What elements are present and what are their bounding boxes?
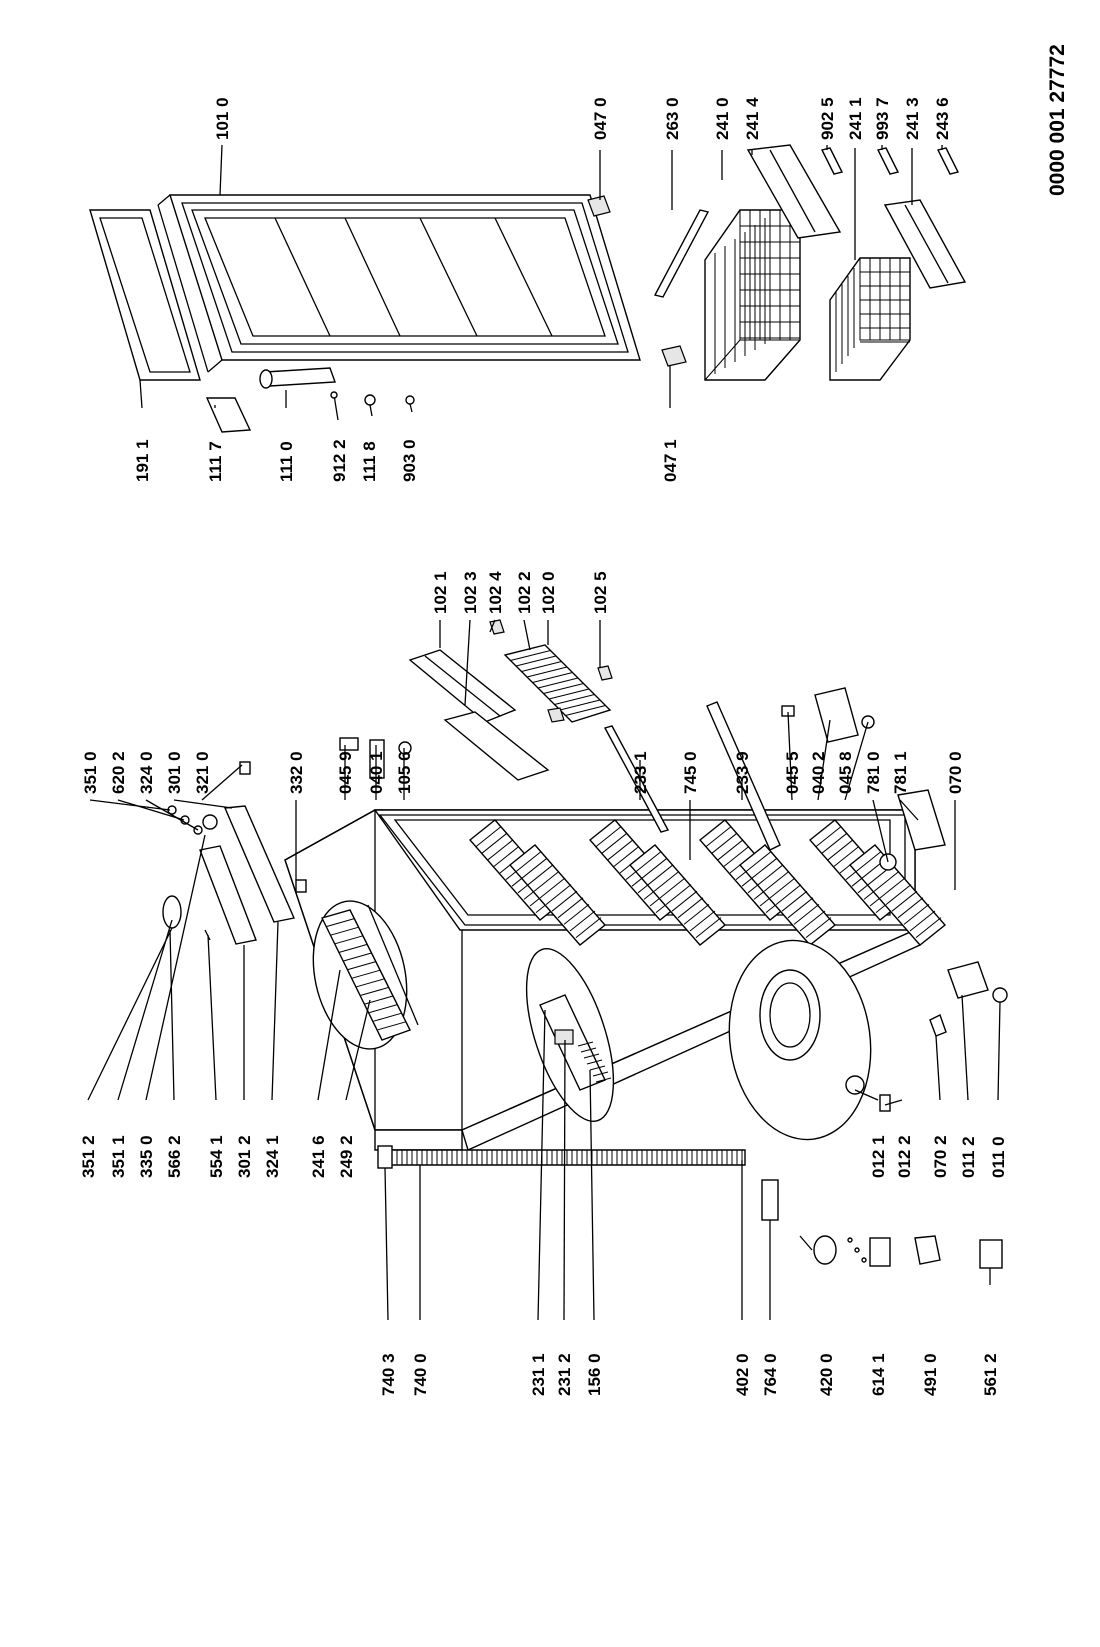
large-basket-drawing [704, 209, 801, 381]
label-740-3: 740 3 [379, 1353, 398, 1396]
label-070-0: 070 0 [946, 751, 965, 794]
label-324-1: 324 1 [263, 1135, 282, 1178]
label-241-0: 241 0 [713, 97, 732, 140]
label-040-1: 040 1 [367, 751, 386, 794]
label-903-0: 903 0 [400, 439, 419, 482]
strips-drawing [820, 147, 960, 175]
label-566-2: 566 2 [165, 1135, 184, 1178]
label-191-1: 191 1 [133, 439, 152, 482]
label-243-6: 243 6 [933, 97, 952, 140]
label-045-8: 045 8 [836, 751, 855, 794]
label-620-2: 620 2 [109, 751, 128, 794]
label-561-2: 561 2 [981, 1353, 1000, 1396]
label-301-0: 301 0 [165, 751, 184, 794]
label-764-0: 764 0 [761, 1353, 780, 1396]
label-231-2: 231 2 [555, 1353, 574, 1396]
label-102-5: 102 5 [591, 571, 610, 614]
shelf-cover-drawing [489, 619, 613, 723]
compressor-drawing [728, 939, 891, 1141]
label-045-5: 045 5 [783, 751, 802, 794]
label-332-0: 332 0 [287, 751, 306, 794]
label-233-9: 233 9 [733, 751, 752, 794]
control-box-drawing [525, 948, 615, 1122]
hinge-brackets-drawing [339, 687, 946, 871]
bar-drawing [653, 209, 710, 298]
label-263-0: 263 0 [663, 97, 682, 140]
control-panel-drawing [162, 761, 307, 945]
label-335-0: 335 0 [137, 1135, 156, 1178]
rails-drawing [603, 701, 781, 851]
label-781-1: 781 1 [891, 751, 910, 794]
label-156-0: 156 0 [585, 1353, 604, 1396]
document-number: 0000 001 27772 [1046, 44, 1069, 196]
leader-lines [87, 144, 1001, 1321]
door-gasket-drawing [89, 209, 201, 381]
label-324-0: 324 0 [137, 751, 156, 794]
label-102-4: 102 4 [486, 571, 505, 614]
label-321-0: 321 0 [193, 751, 212, 794]
label-111-7: 111 7 [206, 441, 225, 482]
label-105-6: 105 6 [395, 751, 414, 794]
label-351-1: 351 1 [109, 1135, 128, 1178]
label-101-0: 101 0 [213, 97, 232, 140]
basket-front-drawing [746, 144, 842, 239]
label-011-2: 011 2 [959, 1136, 978, 1178]
label-231-1: 231 1 [529, 1353, 548, 1396]
label-102-1: 102 1 [431, 571, 450, 614]
label-012-1: 012 1 [869, 1135, 888, 1178]
label-740-0: 740 0 [411, 1353, 430, 1396]
label-040-2: 040 2 [809, 751, 828, 794]
label-045-9: 045 9 [336, 751, 355, 794]
label-111-8: 111 8 [360, 441, 379, 482]
label-012-2: 012 2 [895, 1135, 914, 1178]
label-241-1: 241 1 [846, 97, 865, 140]
label-102-2: 102 2 [515, 571, 534, 614]
label-614-1: 614 1 [869, 1353, 888, 1396]
evaporator-drawing [312, 900, 419, 1050]
label-241-6: 241 6 [309, 1135, 328, 1178]
door-drawing [157, 194, 641, 373]
label-554-1: 554 1 [207, 1135, 226, 1178]
label-249-2: 249 2 [337, 1135, 356, 1178]
loose-parts-drawing [761, 1179, 1003, 1285]
condenser-drawing [377, 1145, 746, 1169]
basket-front-small-drawing [883, 199, 967, 289]
label-102-3: 102 3 [461, 571, 480, 614]
label-912-2: 912 2 [330, 439, 349, 482]
label-491-0: 491 0 [921, 1353, 940, 1396]
label-241-3: 241 3 [903, 97, 922, 140]
label-047-0: 047 0 [591, 97, 610, 140]
label-902-5: 902 5 [818, 97, 837, 140]
label-993-7: 993 7 [873, 97, 892, 140]
label-102-0: 102 0 [539, 571, 558, 614]
label-301-2: 301 2 [235, 1135, 254, 1178]
shelves-drawing [468, 819, 947, 946]
screws-drawing [330, 391, 415, 421]
large-basket-grid [704, 209, 801, 380]
label-745-0: 745 0 [681, 751, 700, 794]
label-351-2: 351 2 [79, 1135, 98, 1178]
hinge-parts-drawing [587, 195, 687, 367]
label-011-0: 011 0 [989, 1136, 1008, 1178]
label-111-0: 111 0 [277, 441, 296, 482]
small-basket-grid [829, 257, 911, 380]
label-402-0: 402 0 [733, 1353, 752, 1396]
label-241-4: 241 4 [743, 97, 762, 140]
feet-drawing [929, 961, 1008, 1037]
shelf-frame-drawing [408, 649, 550, 781]
part-number-labels: 101 0 047 0 263 0 241 0 241 4 902 5 241 … [79, 44, 1069, 1396]
label-233-1: 233 1 [631, 751, 650, 794]
label-781-0: 781 0 [864, 751, 883, 794]
label-351-0: 351 0 [81, 751, 100, 794]
label-070-2: 070 2 [931, 1135, 950, 1178]
label-420-0: 420 0 [817, 1353, 836, 1396]
label-047-1: 047 1 [661, 439, 680, 482]
handle-drawing [205, 367, 336, 433]
